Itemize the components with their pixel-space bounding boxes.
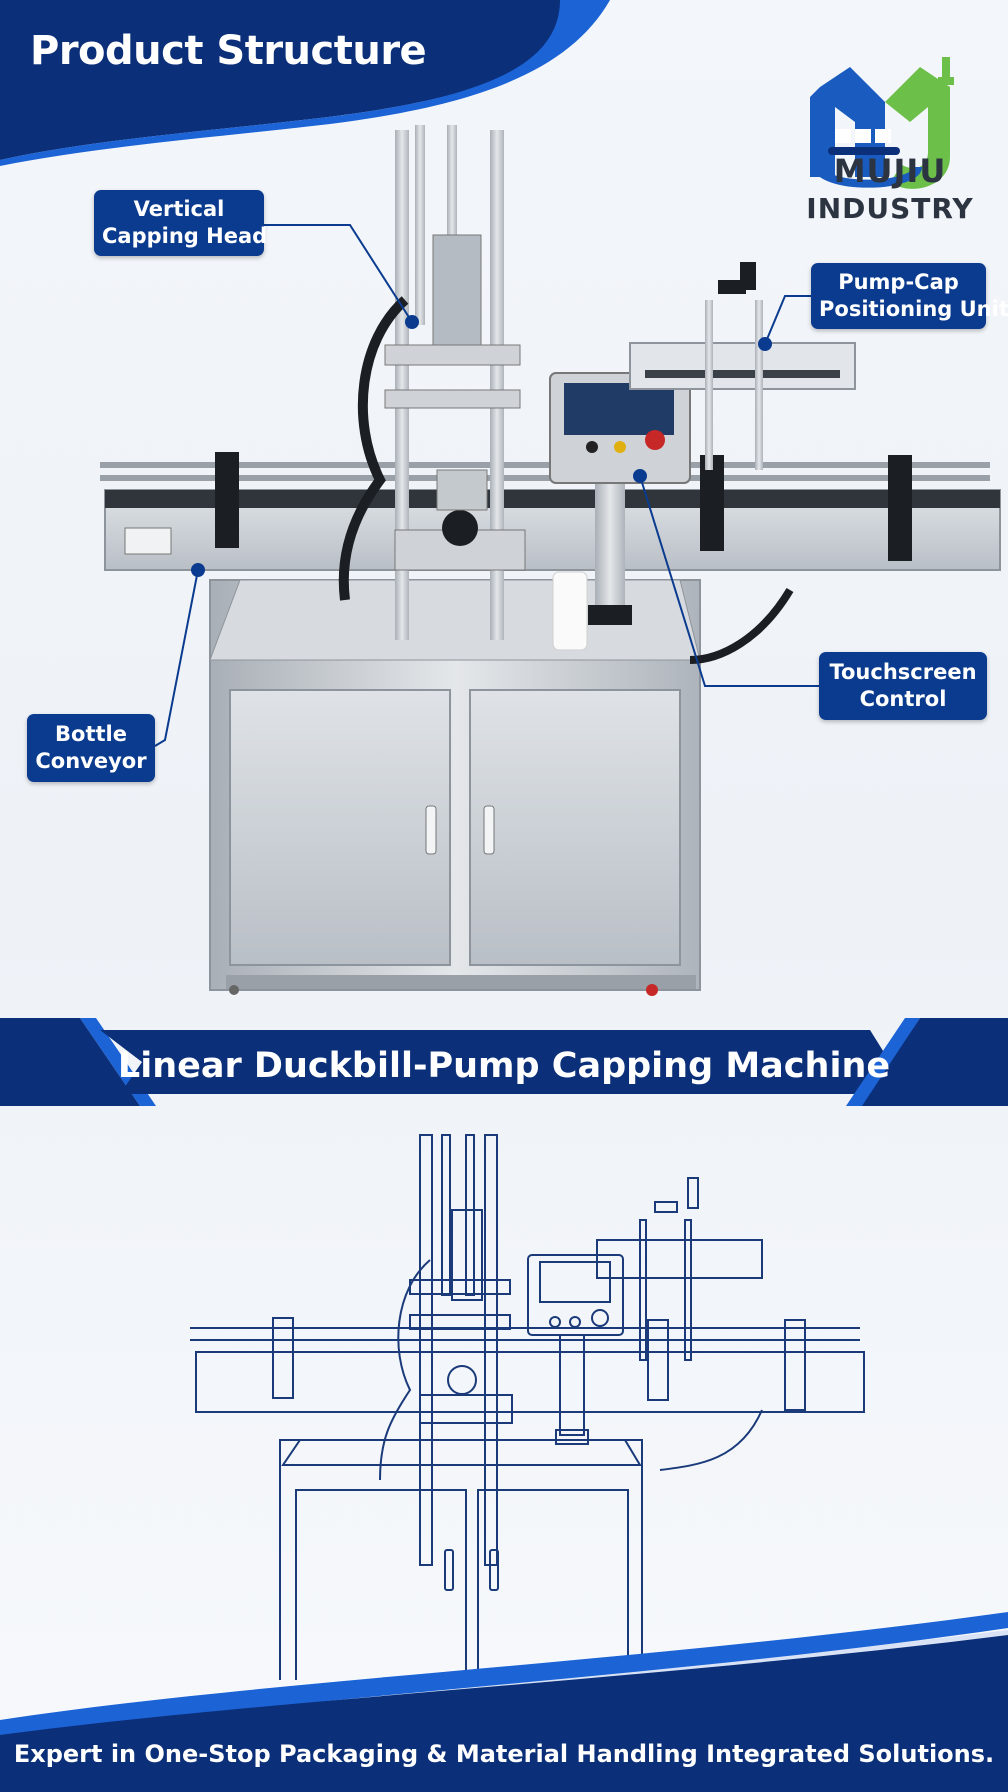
product-name-banner-text: Linear Duckbill-Pump Capping Machine [117, 1046, 891, 1086]
callout-vertical-capping-head: Vertical Capping Head [94, 190, 268, 256]
callout-line2: Conveyor [35, 749, 147, 773]
logo-wordmark-line1: MUJIU [833, 152, 947, 190]
callout-line1: Touchscreen [829, 660, 977, 684]
callout-line1: Pump-Cap [838, 270, 959, 294]
callout-bottle-conveyor: Bottle Conveyor [27, 714, 155, 782]
callout-line2: Control [859, 687, 947, 711]
logo-wordmark-line2: INDUSTRY [806, 192, 974, 225]
callout-leaders [154, 224, 819, 747]
callout-line2: Capping Head [102, 224, 268, 248]
footer-tagline: Expert in One-Stop Packaging & Material … [13, 1740, 995, 1768]
machine-photo [100, 125, 1001, 996]
machine-line-drawing [190, 1134, 865, 1680]
callout-line2: Positioning Unit [819, 297, 1008, 321]
mj-gear-conveyor-logo-icon [810, 57, 954, 189]
footer-band [0, 1612, 1008, 1792]
header-band [0, 0, 610, 166]
callout-pump-cap-positioning-unit: Pump-Cap Positioning Unit [811, 263, 1008, 329]
page-title: Product Structure [30, 28, 427, 74]
callout-line1: Vertical [133, 197, 225, 221]
callout-touchscreen-control: Touchscreen Control [819, 652, 987, 720]
title-banner [0, 1018, 1008, 1106]
callout-line1: Bottle [55, 722, 127, 746]
